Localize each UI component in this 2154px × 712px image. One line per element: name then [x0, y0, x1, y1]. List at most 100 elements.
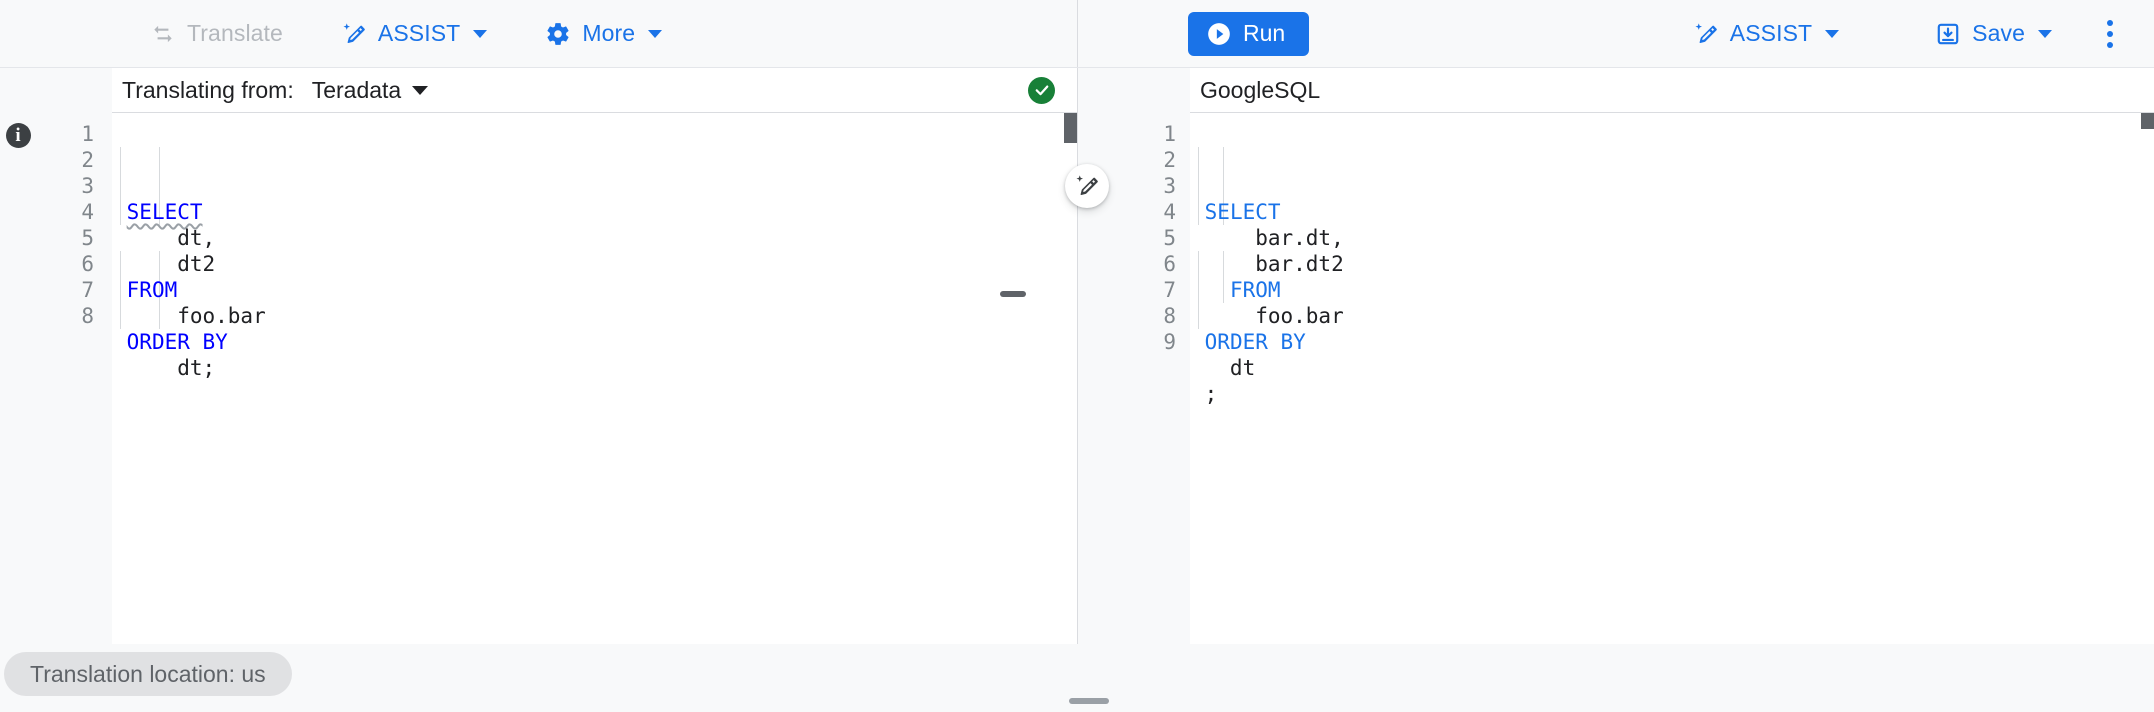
code-line: SELECT: [114, 199, 1077, 225]
line-number: 2: [1163, 148, 1176, 172]
translate-button[interactable]: Translate: [140, 12, 293, 56]
assist-label-target: ASSIST: [1729, 20, 1813, 46]
sql-keyword: SELECT: [1204, 200, 1281, 224]
code-line: ;: [1192, 382, 1218, 406]
code-line: ORDER BY: [114, 329, 1077, 355]
source-horizontal-scrollbar-thumb[interactable]: [1000, 291, 1026, 297]
gear-icon: [545, 21, 571, 47]
line-number: 8: [1163, 304, 1176, 328]
line-number: 8: [81, 304, 94, 328]
target-vertical-scrollbar[interactable]: [2141, 113, 2154, 644]
assist-rewrite-fab[interactable]: [1065, 164, 1109, 208]
line-number: 2: [81, 148, 94, 172]
panel-resize-handle[interactable]: [1069, 698, 1109, 704]
line-number: 7: [1163, 278, 1176, 302]
line-number: 3: [81, 174, 94, 198]
play-icon: [1206, 21, 1232, 47]
run-button[interactable]: Run: [1188, 11, 1310, 56]
target-code-area[interactable]: SELECT bar.dt, bar.dt2 FROM foo.bar ORDE…: [1190, 113, 2154, 644]
translate-label: Translate: [187, 20, 283, 46]
chevron-down-icon: [2038, 29, 2052, 38]
line-number: 1: [1163, 122, 1176, 146]
assist-button-target[interactable]: ASSIST: [1683, 12, 1849, 56]
sql-keyword: ORDER BY: [126, 330, 228, 354]
line-number: 5: [81, 226, 94, 250]
line-number: 7: [81, 278, 94, 302]
code-line: foo.bar: [1192, 304, 1344, 328]
top-toolbar: Translate ASSIST More: [0, 0, 2154, 68]
code-line: dt: [1192, 356, 1256, 380]
line-number: 9: [1163, 330, 1176, 354]
scrollbar-thumb[interactable]: [1064, 113, 1077, 143]
code-line: bar.dt,: [1192, 226, 1344, 250]
source-pane-status: [1028, 76, 1055, 104]
line-number: 6: [1163, 252, 1176, 276]
save-label: Save: [1972, 20, 2025, 46]
info-icon[interactable]: i: [5, 123, 31, 148]
code-line: dt2: [114, 252, 216, 276]
chevron-down-icon: [648, 29, 663, 38]
translation-location-chip[interactable]: Translation location: us: [4, 652, 292, 696]
line-number: 6: [81, 252, 94, 276]
kebab-dot: [2107, 41, 2113, 48]
editor-panes: Translating from: Teradata i: [0, 68, 2154, 644]
source-notice-gutter: i: [0, 113, 36, 644]
target-pane-header: GoogleSQL: [1190, 68, 2154, 113]
source-code-area[interactable]: SELECT dt, dt2 FROM foo.bar ORDER BY dt;: [112, 113, 1077, 644]
magic-wand-icon: [1693, 21, 1719, 47]
sql-keyword: SELECT: [126, 200, 203, 224]
code-line: [114, 381, 1077, 407]
more-button[interactable]: More: [535, 12, 672, 56]
magic-wand-icon: [341, 21, 367, 47]
overflow-menu-button[interactable]: [2088, 12, 2132, 56]
kebab-dot: [2107, 19, 2113, 26]
sql-keyword: FROM: [126, 278, 178, 302]
sql-keyword: FROM: [1229, 278, 1281, 302]
line-number: 1: [81, 122, 94, 146]
code-line: FROM: [1192, 277, 2154, 303]
code-line: foo.bar: [114, 304, 266, 328]
assist-button-source[interactable]: ASSIST: [331, 12, 497, 56]
scrollbar-thumb[interactable]: [2141, 113, 2154, 129]
status-bar: Translation location: us: [0, 644, 2154, 712]
target-toolbar: Run ASSIST: [1078, 0, 2154, 67]
target-code-lines: SELECT bar.dt, bar.dt2 FROM foo.bar ORDE…: [1192, 199, 2154, 433]
target-dialect-label: GoogleSQL: [1200, 76, 1321, 103]
line-number: 5: [1163, 226, 1176, 250]
source-pane-header: Translating from: Teradata: [112, 68, 1077, 113]
translating-from-label: Translating from:: [122, 76, 294, 103]
line-number: 4: [81, 200, 94, 224]
more-label: More: [582, 20, 636, 46]
code-line: dt;: [114, 356, 216, 380]
chevron-down-icon: [412, 85, 429, 95]
code-line: ORDER BY: [1192, 329, 2154, 355]
save-button[interactable]: Save: [1925, 12, 2062, 56]
code-line: [1192, 407, 2154, 433]
code-line: bar.dt2: [1192, 252, 1344, 276]
kebab-dot: [2107, 30, 2113, 37]
run-label: Run: [1243, 20, 1286, 46]
magic-wand-icon: [1074, 173, 1100, 199]
save-icon: [1935, 21, 1961, 47]
check-circle-icon: [1028, 76, 1055, 104]
sql-keyword: ORDER BY: [1204, 330, 1306, 354]
source-vertical-scrollbar[interactable]: [1064, 113, 1077, 644]
code-line: FROM: [114, 277, 1077, 303]
source-code-lines: SELECT dt, dt2 FROM foo.bar ORDER BY dt;: [114, 199, 1077, 407]
chevron-down-icon: [1825, 29, 1840, 38]
source-pane: Translating from: Teradata i: [0, 68, 1078, 644]
source-toolbar: Translate ASSIST More: [0, 0, 1078, 67]
assist-label-source: ASSIST: [377, 20, 461, 46]
source-dialect-select[interactable]: Teradata: [312, 77, 429, 104]
line-number: 4: [1163, 200, 1176, 224]
chevron-down-icon: [473, 29, 488, 38]
code-line: SELECT: [1192, 199, 2154, 225]
line-number: 3: [1163, 174, 1176, 198]
source-dialect-value: Teradata: [311, 76, 402, 103]
